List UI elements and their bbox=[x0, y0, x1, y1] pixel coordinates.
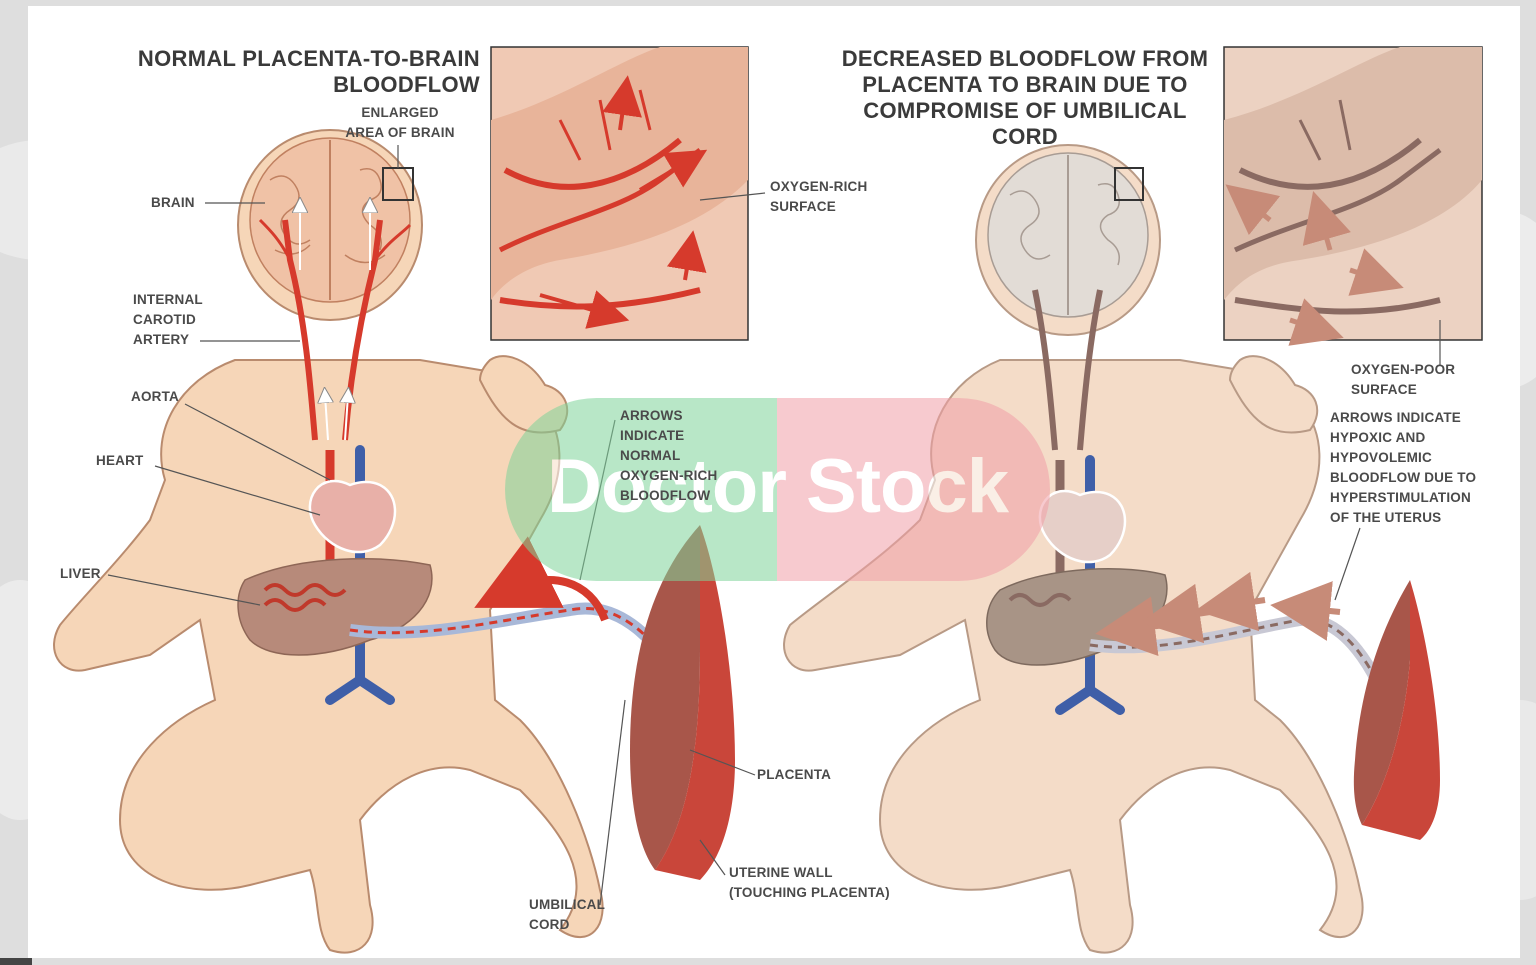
brain-normal bbox=[250, 138, 410, 302]
label-placenta: PLACENTA bbox=[757, 765, 831, 785]
label-enlarged-area: ENLARGED AREA OF BRAIN bbox=[330, 103, 470, 143]
label-brain: BRAIN bbox=[151, 193, 195, 213]
title-decreased-bloodflow: DECREASED BLOODFLOW FROM PLACENTA TO BRA… bbox=[830, 46, 1220, 150]
label-uterine-wall: UTERINE WALL (TOUCHING PLACENTA) bbox=[729, 863, 890, 903]
watermark-text: Doctor Stock bbox=[505, 442, 1050, 532]
label-arrows-hypoxic: ARROWS INDICATE HYPOXIC AND HYPOVOLEMIC … bbox=[1330, 408, 1476, 528]
label-oxygen-poor-surface: OXYGEN-POOR SURFACE bbox=[1351, 360, 1455, 400]
inset-brain-normal bbox=[491, 47, 748, 340]
label-heart: HEART bbox=[96, 451, 144, 471]
label-oxygen-rich-surface: OXYGEN-RICH SURFACE bbox=[770, 177, 867, 217]
corner-bar bbox=[0, 958, 32, 965]
brain-compromised bbox=[988, 153, 1148, 317]
inset-brain-compromised bbox=[1224, 47, 1482, 340]
label-umbilical-cord: UMBILICAL CORD bbox=[529, 895, 605, 935]
label-arrows-normal: ARROWS INDICATE NORMAL OXYGEN-RICH BLOOD… bbox=[620, 406, 717, 506]
watermark: Doctor Stock bbox=[505, 398, 1050, 581]
title-normal-bloodflow: NORMAL PLACENTA-TO-BRAIN BLOODFLOW bbox=[60, 46, 480, 98]
label-aorta: AORTA bbox=[131, 387, 179, 407]
label-internal-carotid-artery: INTERNAL CAROTID ARTERY bbox=[133, 290, 203, 350]
label-liver: LIVER bbox=[60, 564, 101, 584]
